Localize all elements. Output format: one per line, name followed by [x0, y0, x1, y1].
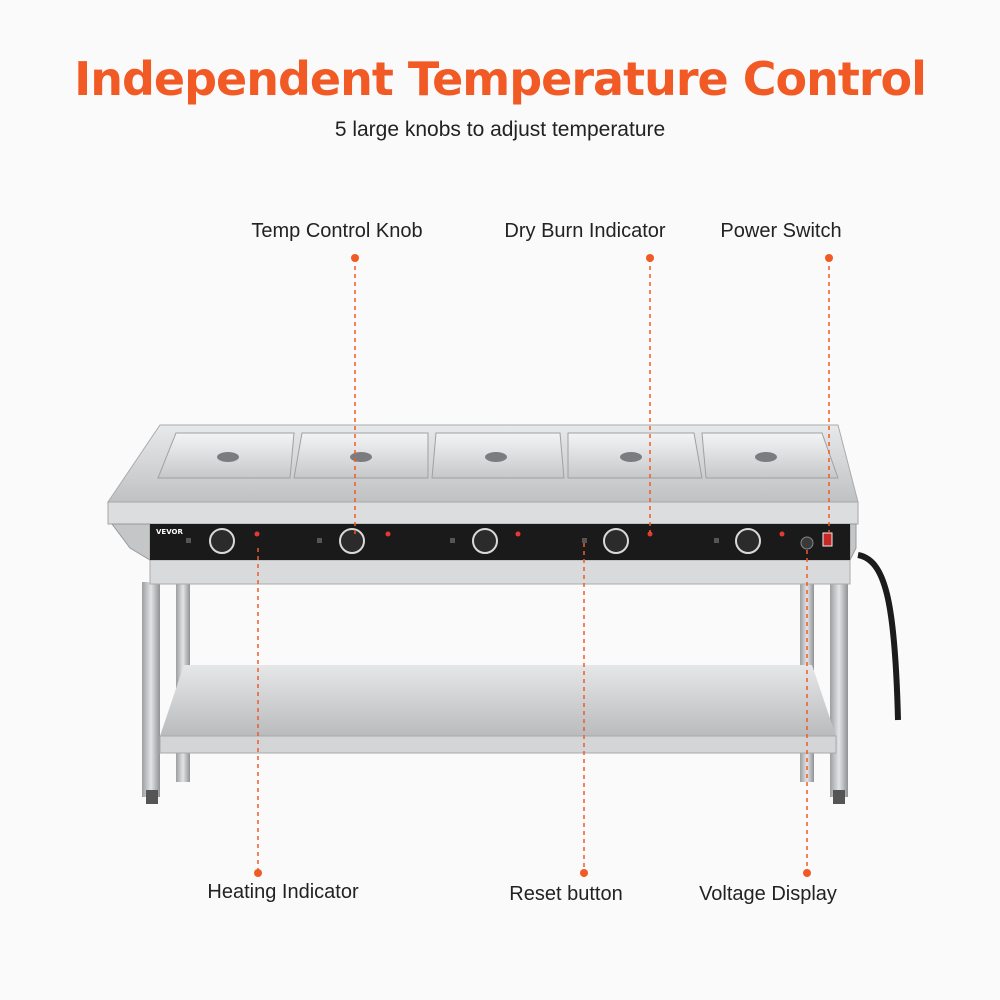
- lid-handle-5: [755, 452, 777, 462]
- reset-button-3: [450, 538, 455, 543]
- leader-dot-dry-burn-indicator: [646, 254, 654, 262]
- callout-label-dry-burn-indicator: Dry Burn Indicator: [504, 220, 666, 242]
- heating-light-3: [515, 531, 521, 537]
- callout-label-heating-indicator: Heating Indicator: [207, 881, 359, 903]
- power-switch: [822, 532, 833, 547]
- temp-knob-1: [209, 528, 235, 554]
- left-bracket: [111, 523, 151, 561]
- heating-light-5: [779, 531, 785, 537]
- right-bracket: [849, 523, 857, 561]
- callout-label-voltage-display: Voltage Display: [699, 883, 837, 905]
- lid-handle-4: [620, 452, 642, 462]
- foot-left: [146, 790, 158, 804]
- reset-button-5: [714, 538, 719, 543]
- heating-light-4: [647, 531, 653, 537]
- callout-label-temp-control-knob: Temp Control Knob: [251, 220, 423, 242]
- pan-lids: [157, 432, 839, 479]
- page-title: Independent Temperature Control: [74, 52, 927, 106]
- lower-shelf-front: [159, 735, 837, 754]
- lid-handle-1: [217, 452, 239, 462]
- heating-light-2: [385, 531, 391, 537]
- foot-right: [833, 790, 845, 804]
- reset-button-4: [582, 538, 587, 543]
- page-subtitle: 5 large knobs to adjust temperature: [334, 118, 666, 141]
- control-panel: [150, 524, 850, 560]
- callout-label-power-switch: Power Switch: [720, 220, 842, 242]
- reset-button-2: [317, 538, 322, 543]
- leg-front-left: [142, 582, 160, 797]
- body-under-panel: [149, 559, 851, 585]
- control-knobs: [209, 528, 761, 554]
- brand-logo: VEVOR: [156, 528, 183, 536]
- front-lip: [107, 501, 859, 525]
- leader-dot-voltage-display: [803, 869, 811, 877]
- lid-handle-3: [485, 452, 507, 462]
- temp-knob-2: [339, 528, 365, 554]
- leader-dot-power-switch: [825, 254, 833, 262]
- lid-handle-2: [350, 452, 372, 462]
- callout-lines: [254, 254, 833, 877]
- temp-knob-5: [735, 528, 761, 554]
- reset-button-1: [186, 538, 191, 543]
- callout-label-reset-button: Reset button: [509, 883, 623, 905]
- leg-front-right: [830, 582, 848, 797]
- leader-dot-heating-indicator: [254, 869, 262, 877]
- heating-indicators: [254, 531, 785, 537]
- leader-dot-reset-button: [580, 869, 588, 877]
- reset-buttons: [186, 538, 719, 543]
- temp-knob-3: [472, 528, 498, 554]
- lower-shelf-top: [160, 665, 836, 736]
- leader-dot-temp-control-knob: [351, 254, 359, 262]
- temp-knob-4: [603, 528, 629, 554]
- power-cord: [857, 552, 901, 721]
- voltage-display: [800, 536, 814, 550]
- heating-light-1: [254, 531, 260, 537]
